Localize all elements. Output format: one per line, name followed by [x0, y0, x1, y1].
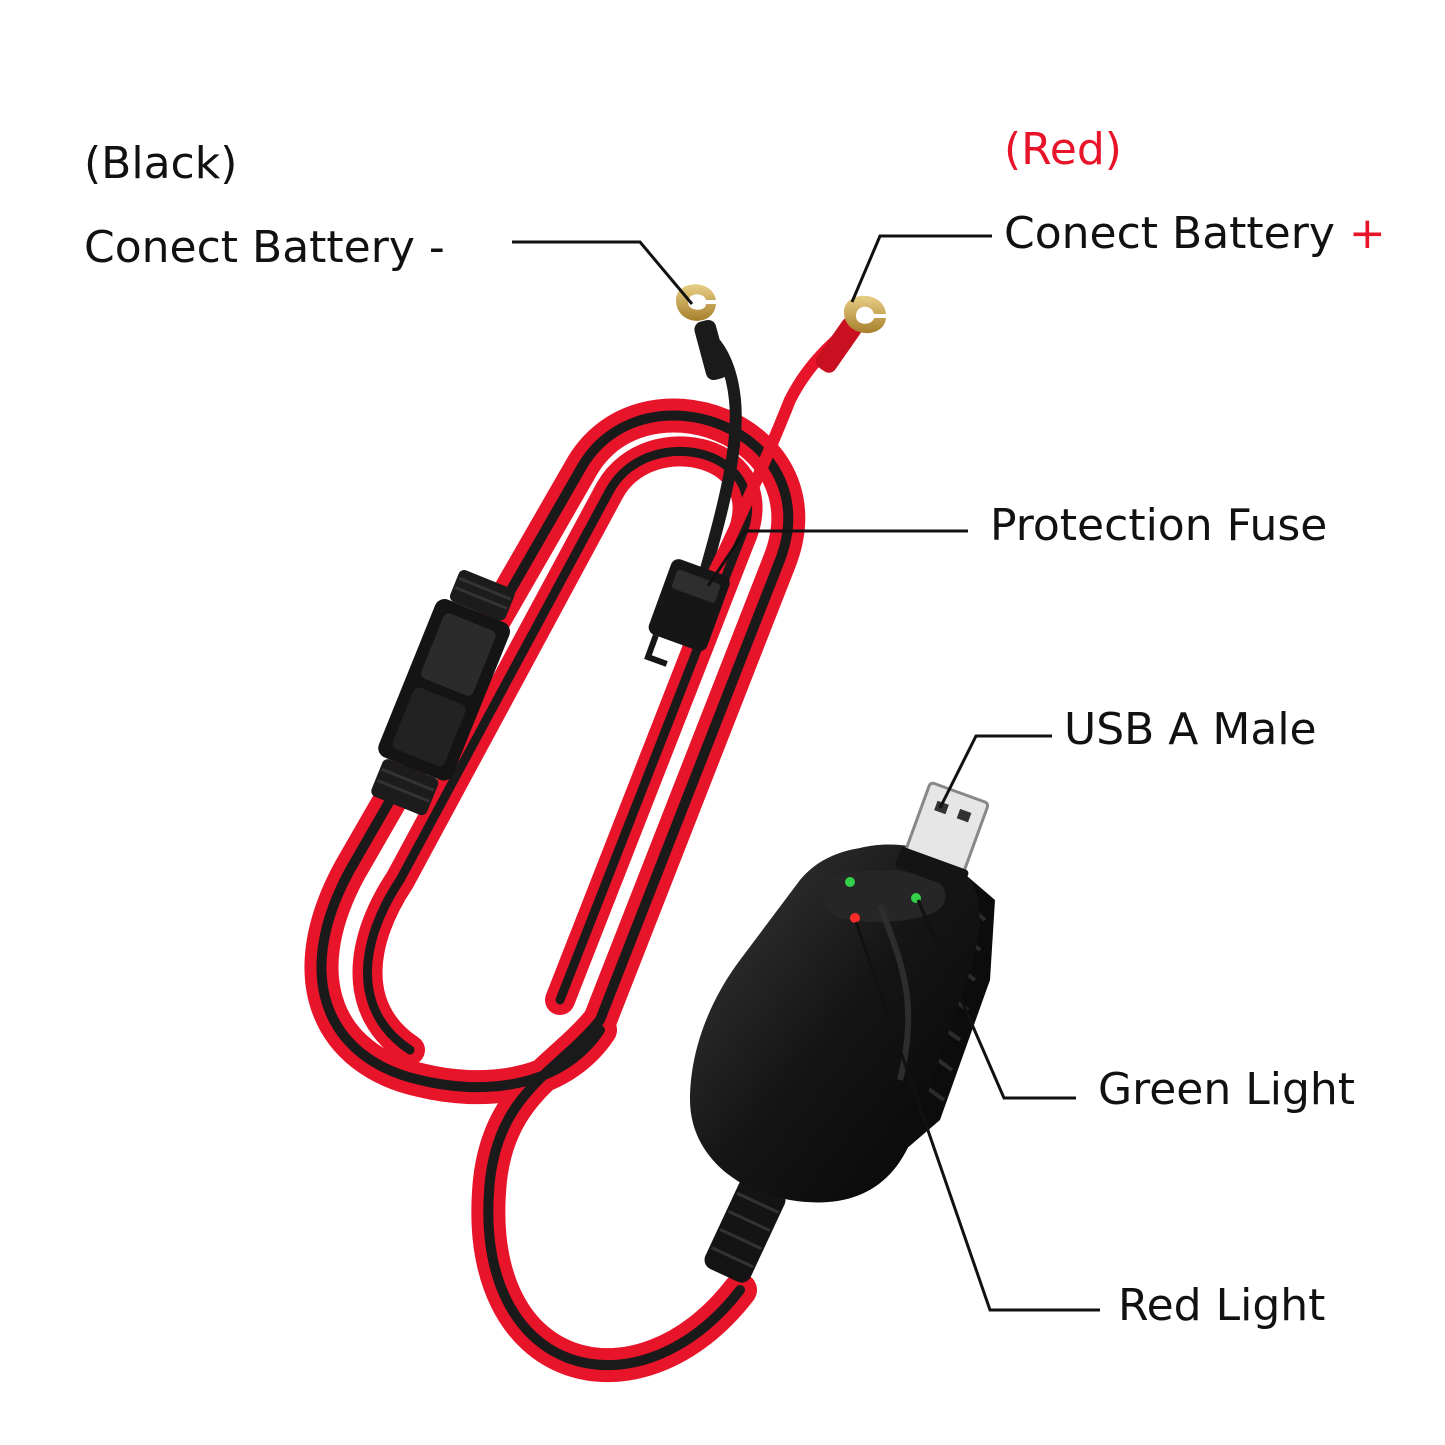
usb-adapter: [690, 780, 995, 1285]
label-negative-terminal: Conect Battery -: [84, 222, 445, 274]
label-green-light: Green Light: [1098, 1064, 1355, 1116]
red-ring-terminal: [813, 296, 886, 376]
black-ring-terminal: [676, 284, 729, 382]
label-black-wire: (Black): [84, 138, 237, 190]
label-positive-terminal: Conect Battery +: [1004, 208, 1386, 260]
red-led-icon: [850, 913, 860, 923]
label-positive-text: Conect Battery: [1004, 208, 1335, 259]
label-usb-a-male: USB A Male: [1064, 704, 1317, 756]
leader-negative: [512, 242, 692, 304]
label-protection-fuse: Protection Fuse: [990, 500, 1327, 552]
leader-positive: [852, 236, 992, 302]
label-red-wire: (Red): [1004, 124, 1122, 176]
label-red-light: Red Light: [1118, 1280, 1325, 1332]
label-positive-sign: +: [1349, 208, 1386, 259]
green-led-icon: [845, 877, 855, 887]
